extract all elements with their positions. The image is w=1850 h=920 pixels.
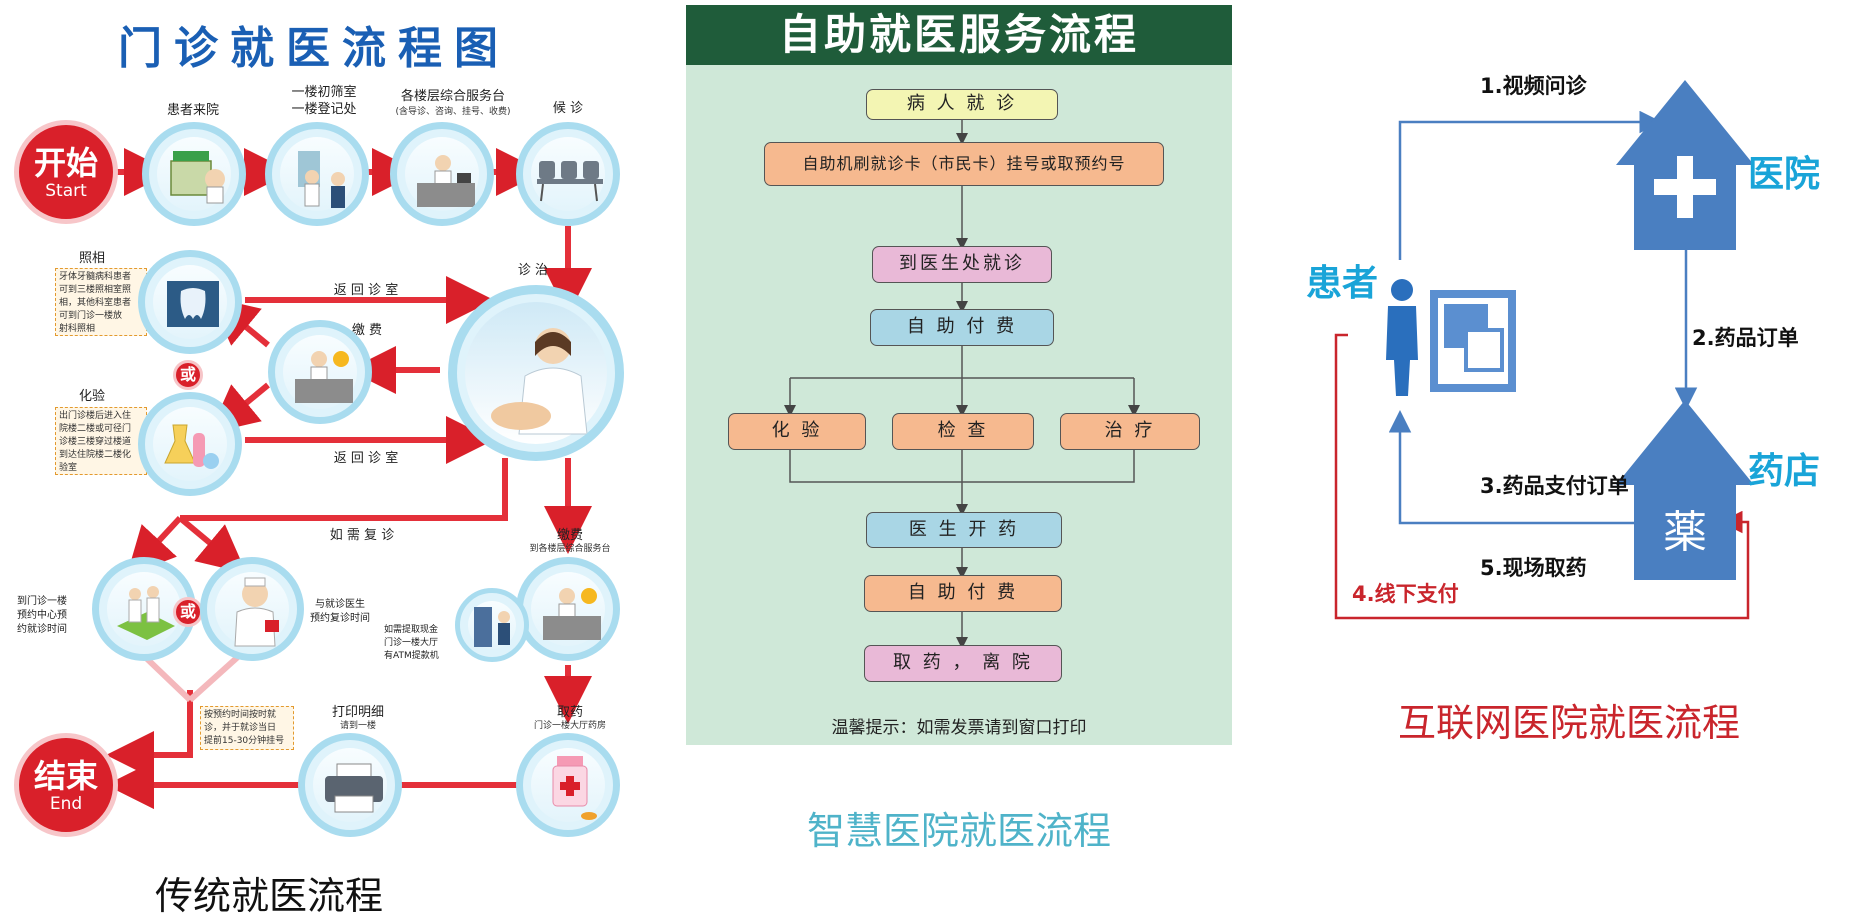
photo-node [138, 250, 242, 354]
step-video-consult: 1.视频问诊 [1480, 74, 1587, 98]
right-caption: 互联网医院就医流程 [1398, 701, 1741, 745]
step-pay2: 自 助 付 费 [864, 575, 1062, 612]
lab-label: 化验 [78, 389, 105, 404]
start-label-en: Start [45, 181, 87, 201]
print-sub: 请到一楼 [339, 721, 376, 731]
end-label: 结束 [33, 757, 98, 795]
service-desk-sub: (含导诊、咨询、挂号、收费) [395, 107, 511, 117]
step-offline-pay: 4.线下支付 [1352, 582, 1459, 606]
hospital-label: 医院 [1748, 154, 1821, 195]
triage-label: 一楼初筛室 一楼登记处 [291, 85, 357, 117]
patient-label: 患者 [1306, 263, 1379, 304]
right-flow-diagram [1334, 80, 1754, 620]
or-badge-left: 或 [173, 360, 203, 390]
middle-flow-arrows [784, 120, 1140, 649]
wait-label: 候 诊 [552, 101, 584, 116]
step-check: 检 查 [892, 413, 1034, 450]
pharmacy-label: 药店 [1748, 451, 1821, 492]
medicine-node [516, 733, 620, 837]
service-desk-node [390, 122, 494, 226]
arrive-label: 患者来院 [166, 103, 219, 118]
pay2-label: 缴费 [556, 528, 583, 543]
step-register: 自助机刷就诊卡（市民卡）挂号或取预约号 [764, 142, 1164, 186]
print-label: 打印明细 [331, 705, 384, 720]
left-title: 门诊就医流程图 [118, 23, 510, 74]
start-label: 开始 [33, 144, 98, 182]
step-visit: 病 人 就 诊 [866, 89, 1058, 120]
lab-node [138, 392, 242, 496]
middle-title: 自助就医服务流程 [686, 5, 1232, 65]
photo-note: 牙体牙髓病科患者 可到三楼照相室照 相，其他科室患者 可到门诊一楼放 射科照相 [55, 268, 147, 336]
medicine-label: 取药 [556, 705, 583, 720]
wait-node [516, 122, 620, 226]
atm-note: 如需提取现金 门诊一楼大厅 有ATM提款机 [384, 625, 439, 661]
step-pay1: 自 助 付 费 [870, 309, 1054, 346]
hospital-icon [1616, 80, 1754, 250]
step-leave: 取 药 ， 离 院 [864, 645, 1062, 682]
middle-panel-bg [686, 5, 1232, 745]
pay-node [268, 320, 372, 424]
hospital-building-icon [170, 151, 225, 204]
diagnose-node [448, 285, 624, 461]
end-label-en: End [49, 794, 83, 814]
patient-person-icon [1386, 279, 1418, 396]
step-lab: 化 验 [728, 413, 866, 450]
arrive-node [142, 122, 246, 226]
flask-icon [164, 424, 219, 469]
revisit-right-text: 与就诊医生 预约复诊时间 [310, 599, 370, 624]
step-onsite-pickup: 5.现场取药 [1480, 556, 1587, 580]
appointment-note: 按预约时间按时就 诊，并于就诊当日 提前15-30分钟挂号 [200, 706, 294, 750]
triage-node [265, 122, 369, 226]
left-flow-arrows [106, 148, 592, 809]
print-node [298, 733, 402, 837]
service-desk-label: 各楼层综合服务台 [400, 89, 505, 104]
doctor-icon [234, 577, 279, 647]
step-drug-order: 2.药品订单 [1692, 326, 1799, 350]
atm-node [455, 588, 529, 662]
photo-label: 照相 [78, 251, 105, 266]
step-treat: 治 疗 [1060, 413, 1200, 450]
cashier-icon-2 [543, 588, 601, 640]
medicine-sub: 门诊一楼大厅药房 [533, 721, 606, 731]
screen-windows-icon [1430, 290, 1516, 392]
triage-staff-icon [298, 151, 345, 208]
atm-icon [474, 607, 510, 647]
tooth-xray-icon [167, 281, 219, 327]
step-doctor: 到医生处就诊 [872, 246, 1052, 283]
middle-tip: 温馨提示：如需发票请到窗口打印 [831, 718, 1087, 738]
medicine-bottle-icon [552, 756, 597, 820]
pay2-sub: 到各楼层综合服务台 [529, 544, 611, 554]
or-badge-bottom: 或 [173, 597, 203, 627]
doctors-on-grass-icon [117, 586, 175, 640]
desk-icon [417, 155, 475, 207]
printer-icon [325, 763, 383, 813]
left-panel: 门诊就医流程图 [0, 0, 640, 918]
step-drug-payment: 3.药品支付订单 [1480, 474, 1629, 498]
end-node: 结束 End [14, 733, 118, 837]
doctor-treating-icon [491, 328, 588, 435]
revisit-label: 如 需 复 诊 [329, 528, 395, 543]
pay-label: 缴 费 [351, 323, 383, 338]
waiting-chairs-icon [537, 161, 603, 202]
cashier-icon [295, 351, 353, 403]
pharmacy-icon [1616, 400, 1754, 580]
left-caption: 传统就医流程 [155, 874, 384, 918]
return-label-2: 返 回 诊 室 [333, 451, 399, 466]
pay2-node [516, 557, 620, 661]
revisit-doctor-node [200, 557, 304, 661]
return-label-1: 返 回 诊 室 [333, 283, 399, 298]
diagnose-label: 诊 治 [517, 263, 549, 278]
lab-note: 出门诊楼后进入住 院楼二楼或可径门 诊楼三楼穿过楼道 到达住院楼二楼化 验室 [55, 407, 147, 475]
start-node: 开始 Start [14, 120, 118, 224]
middle-caption: 智慧医院就医流程 [806, 809, 1111, 853]
step-prescribe: 医 生 开 药 [866, 512, 1062, 548]
revisit-left-text: 到门诊一楼 预约中心预 约就诊时间 [17, 596, 67, 635]
pharmacy-glyph: 薬 [1663, 507, 1707, 558]
